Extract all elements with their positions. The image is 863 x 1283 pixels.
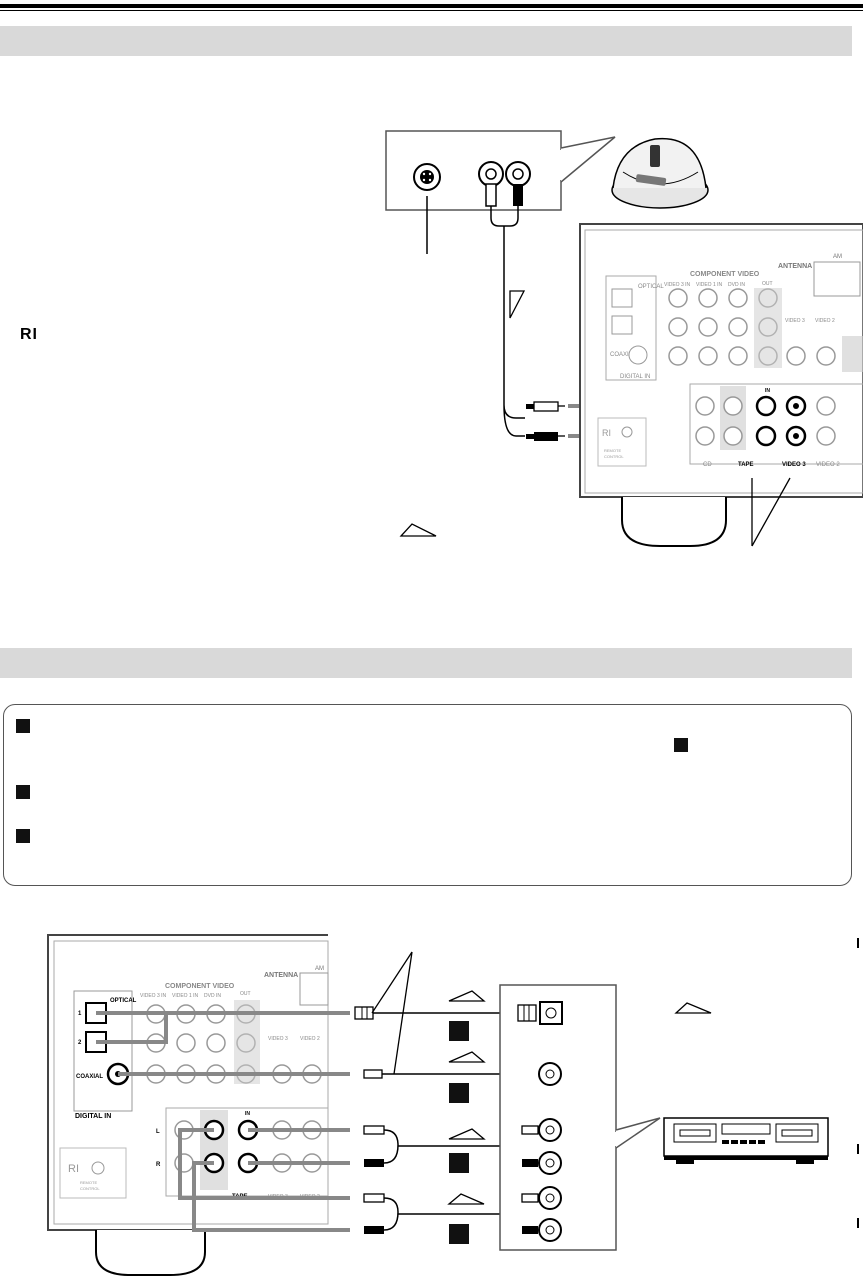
svg-text:REMOTE: REMOTE <box>604 448 621 453</box>
svg-text:IN: IN <box>765 388 770 394</box>
svg-text:VIDEO 3 IN: VIDEO 3 IN <box>140 993 167 999</box>
svg-text:VIDEO 2: VIDEO 2 <box>816 462 840 468</box>
svg-text:RI: RI <box>602 428 611 438</box>
svg-text:TAPE: TAPE <box>738 462 754 468</box>
step-marker-2 <box>16 785 30 799</box>
svg-text:REMOTE: REMOTE <box>80 1180 97 1185</box>
flow-arrow-small <box>399 523 437 537</box>
dock-jack-callout <box>385 130 616 211</box>
svg-text:CONTROL: CONTROL <box>604 454 624 459</box>
ipod-dock-device <box>611 137 709 209</box>
svg-text:COAXIAL: COAXIAL <box>76 1074 103 1080</box>
signal-direction-arrows <box>447 990 712 1205</box>
svg-text:ANTENNA: ANTENNA <box>778 263 812 270</box>
svg-text:DVD IN: DVD IN <box>728 282 745 288</box>
receiver-side-plugs <box>354 1006 385 1234</box>
svg-text:VIDEO 3: VIDEO 3 <box>782 462 806 468</box>
rca-cable <box>503 226 525 437</box>
section-header-2 <box>0 648 852 678</box>
svg-text:VIDEO 1 IN: VIDEO 1 IN <box>172 993 199 999</box>
svg-text:COMPONENT VIDEO: COMPONENT VIDEO <box>690 271 760 278</box>
svg-text:2: 2 <box>78 1040 82 1046</box>
svg-text:AM: AM <box>833 254 842 260</box>
step-badges <box>449 1021 469 1244</box>
dock-connection-diagram: ANTENNA AM COMPONENT VIDEO VIDEO 3 IN VI… <box>385 130 863 547</box>
top-rule-thick <box>0 4 863 8</box>
svg-text:TAPE: TAPE <box>232 1194 248 1200</box>
svg-text:OPTICAL: OPTICAL <box>638 284 664 290</box>
svg-text:CONTROL: CONTROL <box>80 1186 100 1191</box>
svg-text:DIGITAL IN: DIGITAL IN <box>620 374 650 380</box>
svg-text:1: 1 <box>78 1011 82 1017</box>
svg-text:VIDEO 3: VIDEO 3 <box>268 1036 288 1042</box>
instruction-card <box>3 704 852 886</box>
svg-text:VIDEO 2: VIDEO 2 <box>815 318 835 324</box>
step-marker-1 <box>16 719 30 733</box>
svg-text:VIDEO 2: VIDEO 2 <box>300 1194 320 1200</box>
signal-flow-arrow <box>509 290 526 319</box>
svg-text:IN: IN <box>245 1111 250 1117</box>
svg-text:R: R <box>156 1162 161 1168</box>
svg-text:DIGITAL IN: DIGITAL IN <box>75 1113 111 1120</box>
svg-text:CD: CD <box>703 462 712 468</box>
svg-text:OPTICAL: OPTICAL <box>110 998 137 1004</box>
receiver-rear-panel-bottom: ANTENNA AM COMPONENT VIDEO VIDEO 3 IN VI… <box>47 934 329 1276</box>
receiver-cables <box>96 1011 350 1232</box>
svg-text:L: L <box>156 1129 160 1135</box>
section-header-1 <box>0 26 852 56</box>
svg-text:VIDEO 3: VIDEO 3 <box>785 318 805 324</box>
svg-text:DVD IN: DVD IN <box>204 993 221 999</box>
svg-text:VIDEO 1 IN: VIDEO 1 IN <box>696 282 723 288</box>
svg-text:OUT: OUT <box>240 991 251 997</box>
receiver-foot <box>621 497 727 547</box>
svg-text:VIDEO 3 IN: VIDEO 3 IN <box>664 282 691 288</box>
step-marker-inline <box>674 738 688 752</box>
svg-text:RI: RI <box>68 1163 79 1175</box>
svg-text:COAXIAL: COAXIAL <box>610 352 637 358</box>
receiver-rear-panel-top: ANTENNA AM COMPONENT VIDEO VIDEO 3 IN VI… <box>579 223 863 547</box>
svg-text:AM: AM <box>315 966 324 972</box>
svg-text:ANTENNA: ANTENNA <box>264 972 298 979</box>
top-rule-thin <box>0 10 863 11</box>
svg-text:OUT: OUT <box>762 281 773 287</box>
svg-text:VIDEO 2: VIDEO 2 <box>300 1036 320 1042</box>
svg-text:COMPONENT VIDEO: COMPONENT VIDEO <box>165 983 235 990</box>
ri-logo: RI <box>20 326 38 343</box>
cassette-deck-device <box>663 1117 829 1164</box>
svg-text:VIDEO 3: VIDEO 3 <box>268 1194 288 1200</box>
step-marker-3 <box>16 829 30 843</box>
recorder-jack-panel <box>499 984 661 1251</box>
